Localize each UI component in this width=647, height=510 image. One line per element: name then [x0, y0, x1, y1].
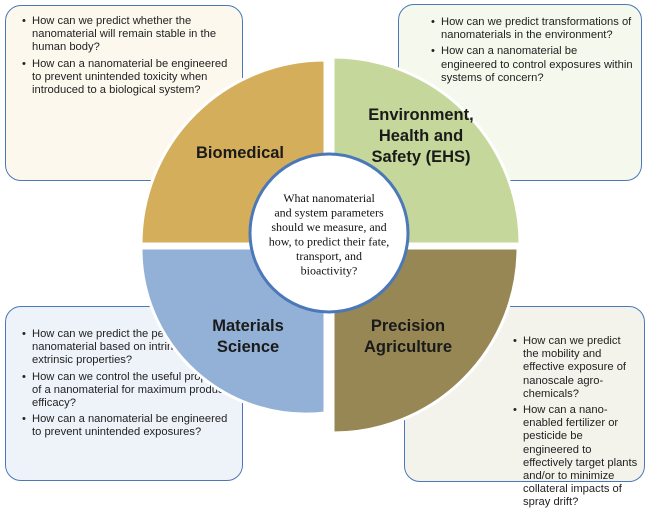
- question-item: How can we predict the mobility and effe…: [513, 335, 638, 401]
- question-item: How can a nanomaterial be engineered to …: [431, 45, 633, 85]
- ehs-question-list: How can we predict transformations of na…: [425, 16, 633, 85]
- center-circle: [248, 152, 410, 314]
- text-line: Agriculture: [364, 338, 452, 356]
- question-item: How can a nanomaterial be engineered to …: [22, 413, 236, 439]
- text-line: and system parameters: [274, 206, 384, 220]
- text-line: should we measure, and: [271, 220, 386, 234]
- question-item: How can a nanomaterial be engineered to …: [22, 58, 232, 98]
- text-line: Environment,: [368, 106, 473, 124]
- text-line: how, to predict their fate,: [269, 235, 390, 249]
- text-line: Safety (EHS): [371, 148, 470, 166]
- materials-question-list: How can we predict the performance of a …: [16, 328, 236, 440]
- biomedical-label: Biomedical: [196, 144, 284, 162]
- biomedical-questions-box: How can we predict whether the nanomater…: [5, 5, 243, 181]
- question-item: How can we predict whether the nanomater…: [22, 15, 232, 55]
- text-line: Materials: [212, 317, 284, 335]
- question-item: How can we control the useful properties…: [22, 371, 236, 411]
- biomedical-question-list: How can we predict whether the nanomater…: [16, 15, 232, 97]
- text-line: Precision: [371, 317, 445, 335]
- question-item: How can we predict transformations of na…: [431, 16, 633, 42]
- text-line: Science: [217, 338, 279, 356]
- text-line: Biomedical: [196, 144, 284, 162]
- text-line: transport, and: [296, 249, 362, 263]
- text-line: Health and: [379, 127, 463, 145]
- text-line: What nanomaterial: [283, 191, 375, 205]
- text-line: bioactivity?: [301, 264, 358, 278]
